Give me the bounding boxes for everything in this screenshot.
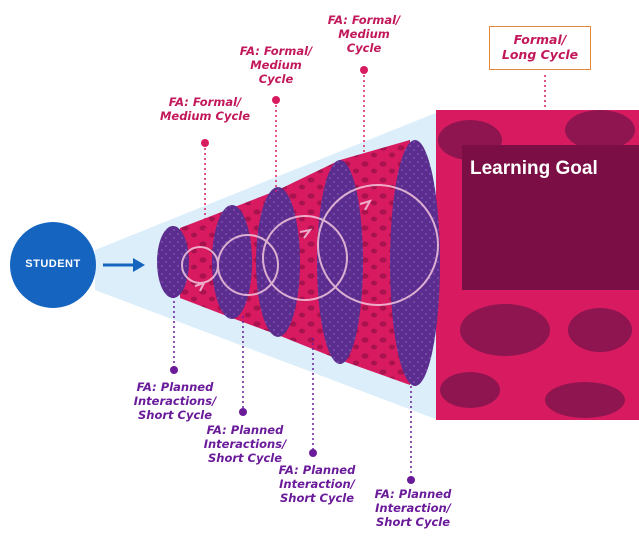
segment-purple-1 bbox=[212, 205, 252, 319]
bottom-label-4: FA: Planned Interaction/ Short Cycle bbox=[374, 487, 452, 529]
student-arrowhead bbox=[133, 258, 145, 272]
top-dot-3 bbox=[360, 66, 368, 74]
bottom-label-1: FA: Planned Interactions/ Short Cycle bbox=[133, 380, 217, 422]
student-circle bbox=[10, 222, 96, 308]
formal-long-cycle-box bbox=[489, 26, 591, 70]
bottom-connectors bbox=[173, 296, 412, 480]
student-label: STUDENT bbox=[25, 258, 81, 270]
top-dot-1 bbox=[201, 139, 209, 147]
formal-long-cycle-label: Formal/ Long Cycle bbox=[501, 32, 579, 62]
segment-purple-3 bbox=[317, 160, 363, 364]
top-label-2: FA: Formal/ Medium Cycle bbox=[239, 44, 313, 86]
bottom-dot-4 bbox=[407, 476, 415, 484]
top-connectors bbox=[204, 70, 546, 232]
segment-purple-0 bbox=[157, 226, 189, 298]
top-label-3: FA: Formal/ Medium Cycle bbox=[327, 13, 401, 55]
top-label-1: FA: Formal/ Medium Cycle bbox=[159, 95, 251, 123]
segment-purple-4 bbox=[390, 140, 440, 386]
learning-goal-inner bbox=[462, 145, 639, 290]
bottom-dot-3 bbox=[309, 449, 317, 457]
top-dot-2 bbox=[272, 96, 280, 104]
bottom-dot-2 bbox=[239, 408, 247, 416]
cycle-arrows bbox=[181, 184, 439, 306]
bottom-dot-1 bbox=[170, 366, 178, 374]
bottom-label-3: FA: Planned Interaction/ Short Cycle bbox=[278, 463, 356, 505]
bottom-label-2: FA: Planned Interactions/ Short Cycle bbox=[203, 423, 287, 465]
learning-goal-label: Learning Goal bbox=[470, 158, 598, 179]
